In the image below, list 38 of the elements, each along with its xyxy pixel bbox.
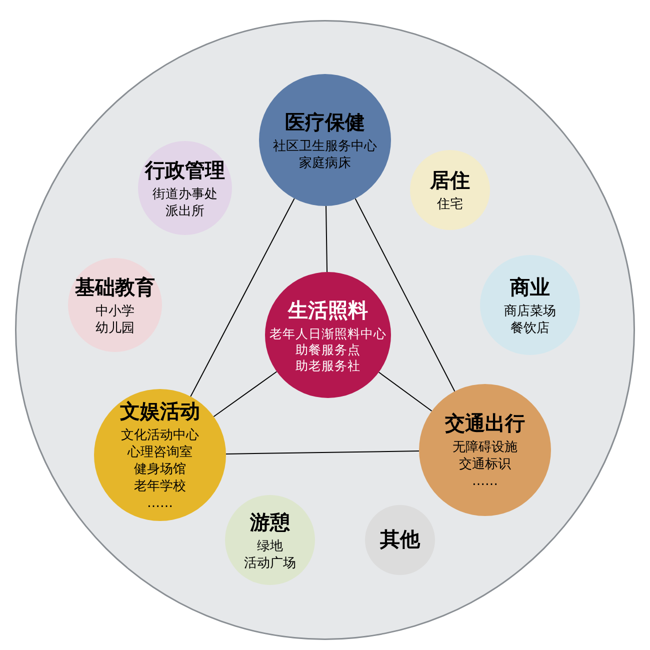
category-title: 交通出行 bbox=[445, 410, 525, 436]
facility-text: 社区卫生服务中心 bbox=[273, 138, 377, 154]
facility-text: 心理咨询室 bbox=[128, 444, 192, 461]
category-title: 生活照料 bbox=[288, 296, 368, 322]
category-title: 居住 bbox=[430, 167, 470, 193]
facility-text: …… bbox=[472, 473, 498, 490]
category-title: 游憩 bbox=[250, 508, 290, 534]
connector-line bbox=[378, 372, 432, 412]
facility-text: 活动广场 bbox=[244, 554, 296, 572]
connector-line bbox=[326, 206, 328, 272]
connector-line bbox=[213, 371, 278, 418]
category-title: 其他 bbox=[380, 526, 420, 552]
facility-text: 商店菜场 bbox=[504, 302, 556, 320]
facility-text: 餐饮店 bbox=[510, 320, 550, 336]
facility-text: 无障碍设施 bbox=[452, 439, 518, 456]
facility-text: 中小学 bbox=[96, 302, 134, 320]
connector-line bbox=[190, 198, 295, 398]
facility-text: 幼儿园 bbox=[96, 320, 134, 336]
category-title: 医疗保健 bbox=[285, 108, 365, 134]
category-title: 行政管理 bbox=[145, 156, 225, 182]
facility-text: 住宅 bbox=[437, 196, 463, 213]
facility-text: 家庭病床 bbox=[299, 154, 351, 172]
connector-line bbox=[354, 198, 456, 392]
facility-text: 老年人日渐照料中心 bbox=[270, 326, 386, 342]
facility-text: …… bbox=[147, 495, 173, 512]
facility-text: 健身场馆 bbox=[134, 461, 186, 478]
facility-text: 交通标识 bbox=[459, 456, 511, 473]
facility-text: 文化活动中心 bbox=[121, 427, 199, 444]
facility-text: 助老服务社 bbox=[296, 358, 360, 374]
category-title: 基础教育 bbox=[75, 274, 155, 300]
facility-text: 老年学校 bbox=[134, 478, 186, 495]
facility-text: 绿地 bbox=[257, 538, 283, 554]
category-title: 商业 bbox=[510, 274, 550, 300]
category-title: 文娱活动 bbox=[120, 398, 200, 424]
facility-text: 街道办事处 bbox=[152, 186, 218, 202]
facility-text: 助餐服务点 bbox=[296, 342, 360, 358]
connector-line bbox=[226, 450, 420, 454]
facility-text: 派出所 bbox=[166, 202, 204, 220]
